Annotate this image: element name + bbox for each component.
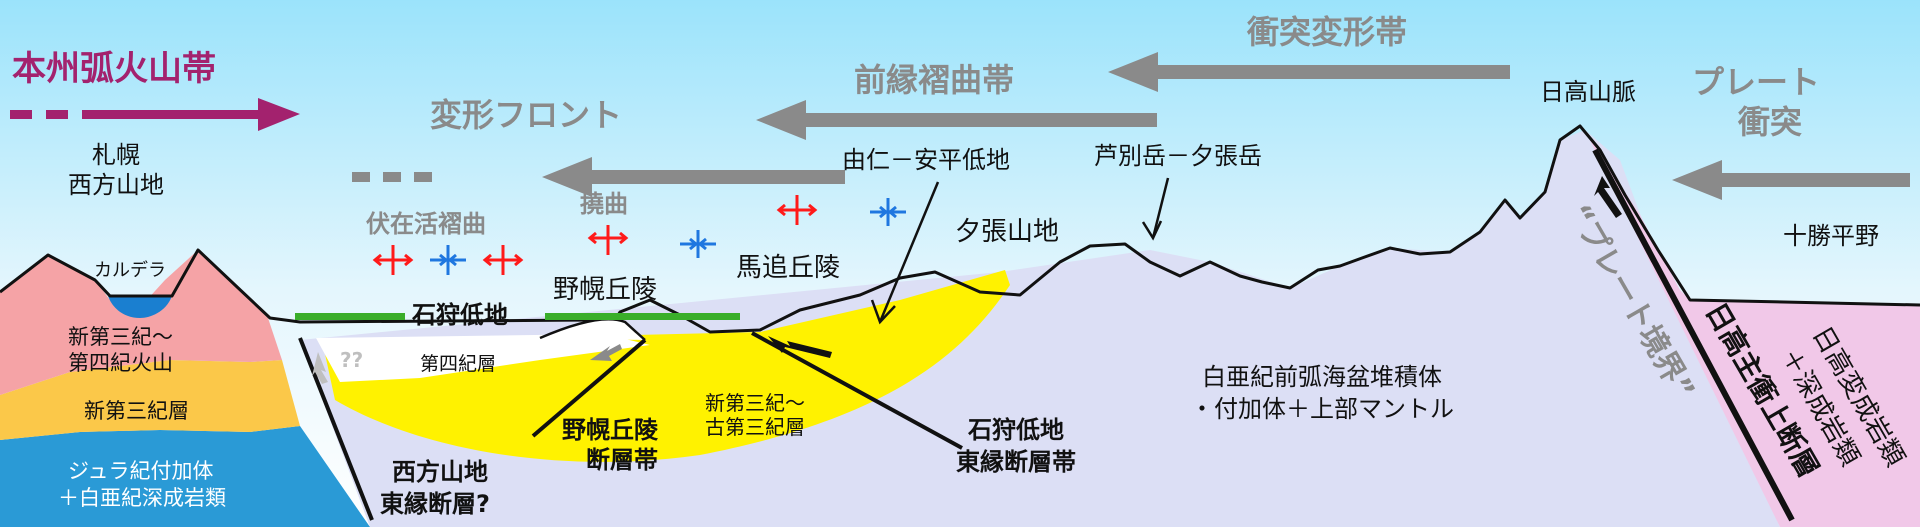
hidaka-metamorphic-block xyxy=(1585,130,1920,527)
neogene-block xyxy=(0,360,300,440)
fold-symbol-blue-3 xyxy=(870,198,906,226)
deformation-front-label: 変形フロント xyxy=(430,96,622,134)
ashibetsu-pointer-head xyxy=(1141,220,1163,241)
plate-collision-label-2: 衝突 xyxy=(1737,103,1802,141)
plate-collision-label-1: プレート xyxy=(1692,63,1820,101)
hidaka-slip-arrow-icon xyxy=(1594,176,1622,218)
paleogene-label-2: 古第三紀層 xyxy=(705,415,805,439)
quaternary-strata-label: 第四紀層 xyxy=(420,353,496,375)
foreland-fold-belt-label: 前縁褶曲帯 xyxy=(854,61,1014,99)
nopporo-fault-line xyxy=(531,338,647,438)
volcanic-belt-label: 本州弧火山帯 xyxy=(12,49,216,89)
caldera-lake xyxy=(108,296,172,318)
forearc-label-2: ・付加体＋上部マントル xyxy=(1190,395,1454,423)
yuni-abira-pointer xyxy=(878,181,940,323)
volcanics-label-1: 新第三紀～ xyxy=(68,325,173,349)
ishikari-lowland-bar-left xyxy=(295,313,405,320)
tokachi-plain-label: 十勝平野 xyxy=(1783,222,1879,250)
neogene-strata-label: 新第三紀層 xyxy=(84,399,189,423)
fold-symbol-red-2 xyxy=(482,245,524,275)
umaoi-hills-label: 馬追丘陵 xyxy=(736,253,840,283)
fold-symbol-blue-1 xyxy=(430,245,466,275)
ishikari-lowland-label: 石狩低地 xyxy=(411,301,508,329)
hidaka-mountains-label: 日高山脈 xyxy=(1540,78,1636,106)
yuni-abira-label: 由仁－安平低地 xyxy=(842,146,1010,174)
ashibetsu-pointer xyxy=(1151,177,1170,239)
nopporo-fold-bump xyxy=(539,317,646,341)
volcanic-belt-arrow-icon xyxy=(10,98,300,131)
caldera-label: カルデラ xyxy=(94,260,166,281)
ishikari-slip-arrow-icon xyxy=(768,336,832,358)
flexure-label: 撓曲 xyxy=(580,190,628,218)
plate-collision-arrow-icon xyxy=(1672,160,1910,200)
blind-fold-label: 伏在活褶曲 xyxy=(366,210,486,238)
ishikari-east-fault-line xyxy=(751,331,963,450)
hidaka-main-thrust-line xyxy=(1592,148,1795,522)
ishikari-east-fault-label-1: 石狩低地 xyxy=(967,416,1064,444)
fold-symbol-red-3 xyxy=(587,225,629,255)
sapporo-label-2: 西方山地 xyxy=(68,171,164,199)
collision-belt-arrow-icon xyxy=(1108,52,1510,92)
nopporo-fault-label-2: 断層帯 xyxy=(586,446,658,474)
collision-belt-label: 衝突変形帯 xyxy=(1246,13,1407,51)
fold-symbol-blue-2 xyxy=(680,230,716,258)
nopporo-hills-label: 野幌丘陵 xyxy=(553,275,657,305)
yuni-abira-pointer-head xyxy=(870,299,896,325)
volcanic-block xyxy=(0,250,282,395)
western-mountain-east-fault xyxy=(298,337,374,521)
ishikari-east-fault-label-2: 東縁断層帯 xyxy=(956,448,1076,476)
fold-symbol-red-4 xyxy=(776,195,818,225)
unknown-marks-label: ?? xyxy=(340,348,363,372)
neogene-basin-fill xyxy=(322,270,1010,462)
jurassic-label-1: ジュラ紀付加体 xyxy=(68,459,214,483)
volcanics-label-2: 第四紀火山 xyxy=(68,351,173,375)
ashibetsu-yubari-label: 芦別岳－夕張岳 xyxy=(1094,142,1262,170)
nopporo-fault-label-1: 野幌丘陵 xyxy=(562,416,659,444)
deformation-front-arrow-icon xyxy=(352,157,845,197)
western-fault-label-2: 東縁断層? xyxy=(380,490,490,518)
western-slip-arrow-icon xyxy=(312,352,328,384)
ground-surface-line xyxy=(0,124,1920,338)
foreland-fold-belt-arrow-icon xyxy=(756,100,1157,140)
quaternary-wedge xyxy=(316,334,650,382)
western-fault-label-1: 西方山地 xyxy=(392,458,488,486)
jurassic-label-2: ＋白亜紀深成岩類 xyxy=(58,486,226,510)
fold-symbol-red-1 xyxy=(372,245,414,275)
nopporo-slip-arrow-icon xyxy=(590,344,622,361)
ishikari-lowland-bar-right xyxy=(545,313,740,320)
jurassic-block xyxy=(0,426,370,527)
sapporo-label-1: 札幌 xyxy=(92,141,140,169)
yubari-mountains-label: 夕張山地 xyxy=(955,217,1059,247)
forearc-label-1: 白亜紀前弧海盆堆積体 xyxy=(1202,363,1442,391)
paleogene-label-1: 新第三紀～ xyxy=(705,391,805,415)
